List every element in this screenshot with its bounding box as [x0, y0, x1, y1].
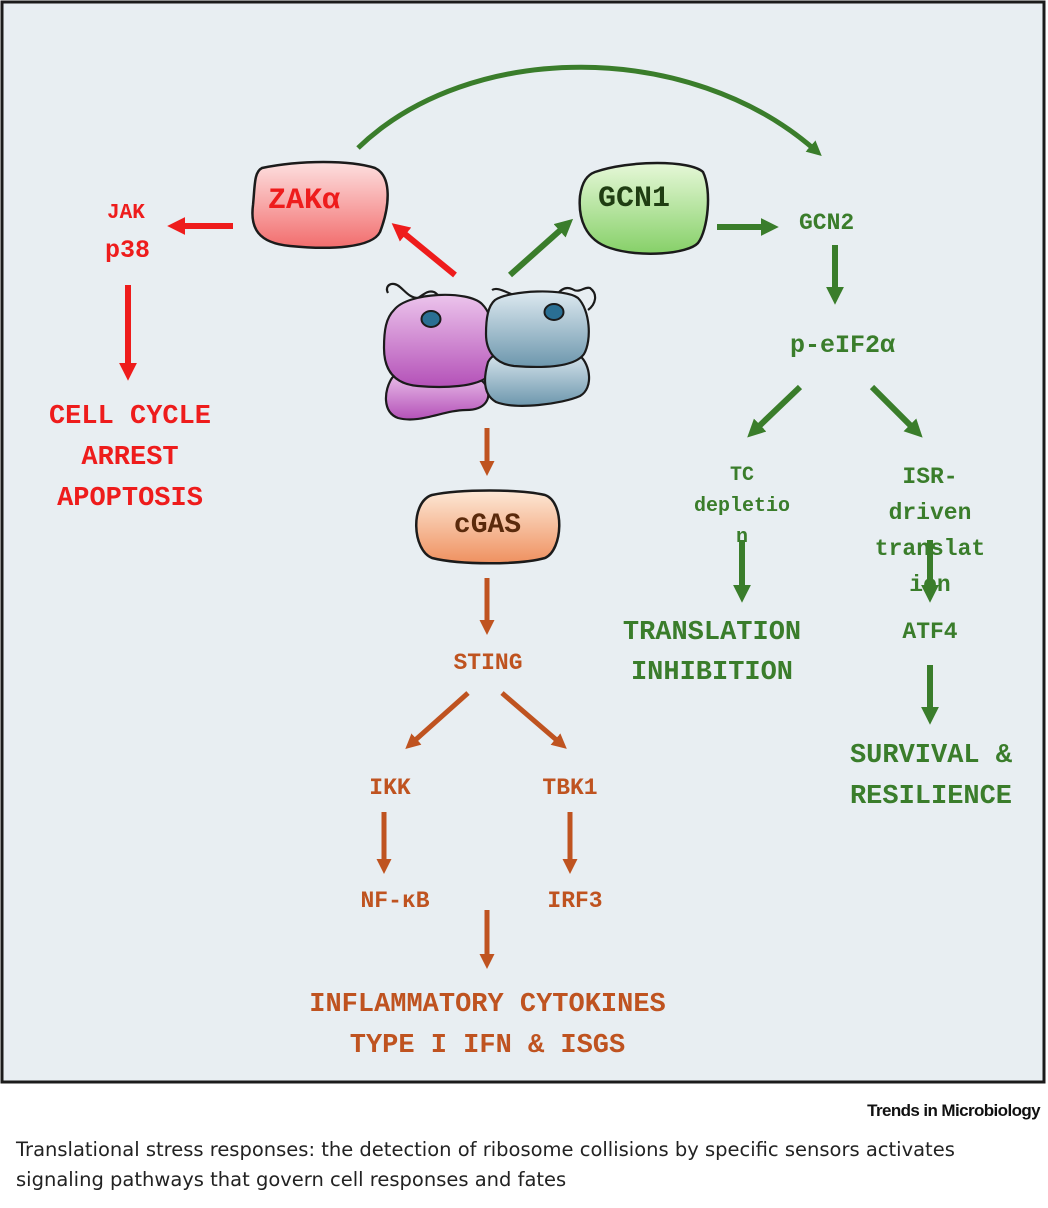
depletion-suffix-label: n — [735, 526, 748, 549]
sting-label: STING — [453, 650, 523, 676]
pathway-diagram: ZAKα JAK p38 CELL CYCLE ARREST APOPTOSIS… — [0, 0, 1046, 1084]
zak-sensor-shape — [251, 160, 389, 250]
arrow-sting-to-ikk — [405, 691, 470, 749]
arrow-peif2a-to-isr — [869, 384, 923, 438]
peif2a-label: p-eIF2α — [790, 331, 896, 360]
atf4-label: ATF4 — [902, 619, 958, 645]
gcn2-label: GCN2 — [799, 210, 855, 236]
type-i-ifn-label: TYPE I IFN & ISGS — [349, 1031, 626, 1061]
arrow-peif2a-to-tc — [747, 384, 803, 438]
zak-sensor-label: ZAKα — [268, 184, 341, 218]
arrow-ribosome-to-zak — [391, 223, 457, 278]
translation-suffix-label: ion — [909, 572, 951, 598]
tc-label: TC — [729, 464, 754, 487]
arrows — [119, 64, 939, 969]
arrow-ribosome-to-gcn1 — [508, 218, 574, 278]
cgas-sensor-shape — [415, 489, 561, 565]
translat-label: translat — [874, 536, 986, 562]
irf3-label: IRF3 — [547, 888, 603, 914]
resilience-label: RESILIENCE — [849, 782, 1013, 812]
inhibition-label: INHIBITION — [630, 658, 794, 688]
gcn1-sensor-shape — [578, 161, 710, 255]
inflammatory-cytokines-label: INFLAMMATORY CYTOKINES — [309, 990, 666, 1020]
driven-label: driven — [888, 500, 972, 526]
diagram-canvas — [0, 0, 1046, 1084]
cgas-sensor-label: cGAS — [453, 510, 522, 541]
collided-ribosomes-icon — [382, 282, 597, 421]
depletio-label: depletio — [693, 495, 790, 518]
arrest-label: ARREST — [81, 443, 179, 473]
apoptosis-label: APOPTOSIS — [57, 484, 203, 514]
arrow-zak-to-gcn2 — [356, 64, 822, 156]
isr-label: ISR- — [902, 464, 958, 490]
arrow-sting-to-tbk1 — [500, 691, 567, 749]
translation-label: TRANSLATION — [622, 618, 802, 648]
jak-label: JAK — [107, 202, 145, 225]
gcn1-sensor-label: GCN1 — [598, 182, 671, 216]
tbk1-label: TBK1 — [542, 775, 598, 801]
ikk-label: IKK — [369, 775, 411, 801]
survival-label: SURVIVAL & — [849, 741, 1013, 771]
cell-cycle-label: CELL CYCLE — [48, 402, 212, 432]
figure-caption: Translational stress responses: the dete… — [16, 1138, 955, 1191]
journal-logo: Trends in Microbiology — [867, 1101, 1040, 1120]
p38-label: p38 — [105, 236, 151, 265]
nfkb-label: NF-κB — [360, 888, 430, 914]
